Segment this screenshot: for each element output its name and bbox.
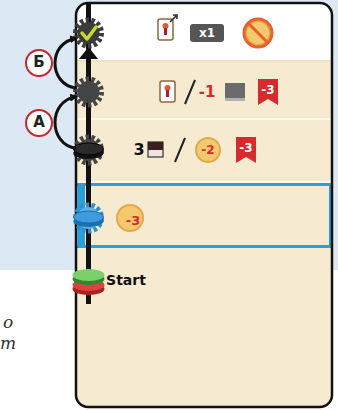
track-row: Start bbox=[75, 248, 332, 305]
row-value: Start bbox=[96, 271, 156, 289]
row-value: 3 bbox=[129, 141, 149, 159]
row-value: -1 bbox=[187, 83, 227, 101]
side-text: m bbox=[0, 333, 16, 353]
move-arrow bbox=[55, 38, 76, 88]
side-text: o bbox=[3, 312, 13, 332]
row-value: -2 bbox=[194, 141, 222, 159]
track-row: x1 bbox=[75, 3, 332, 62]
row-value: x1 bbox=[190, 24, 224, 42]
track-row: -1 -3 bbox=[75, 62, 332, 120]
callout-letter: А bbox=[25, 109, 53, 137]
row-value: -3 bbox=[234, 139, 258, 157]
row-value: -3 bbox=[256, 81, 280, 99]
row-value: -3 bbox=[118, 212, 148, 230]
track-row: 3 -2 -3 bbox=[75, 120, 332, 183]
move-arrow bbox=[55, 97, 76, 149]
track-row: -3 bbox=[75, 183, 332, 248]
